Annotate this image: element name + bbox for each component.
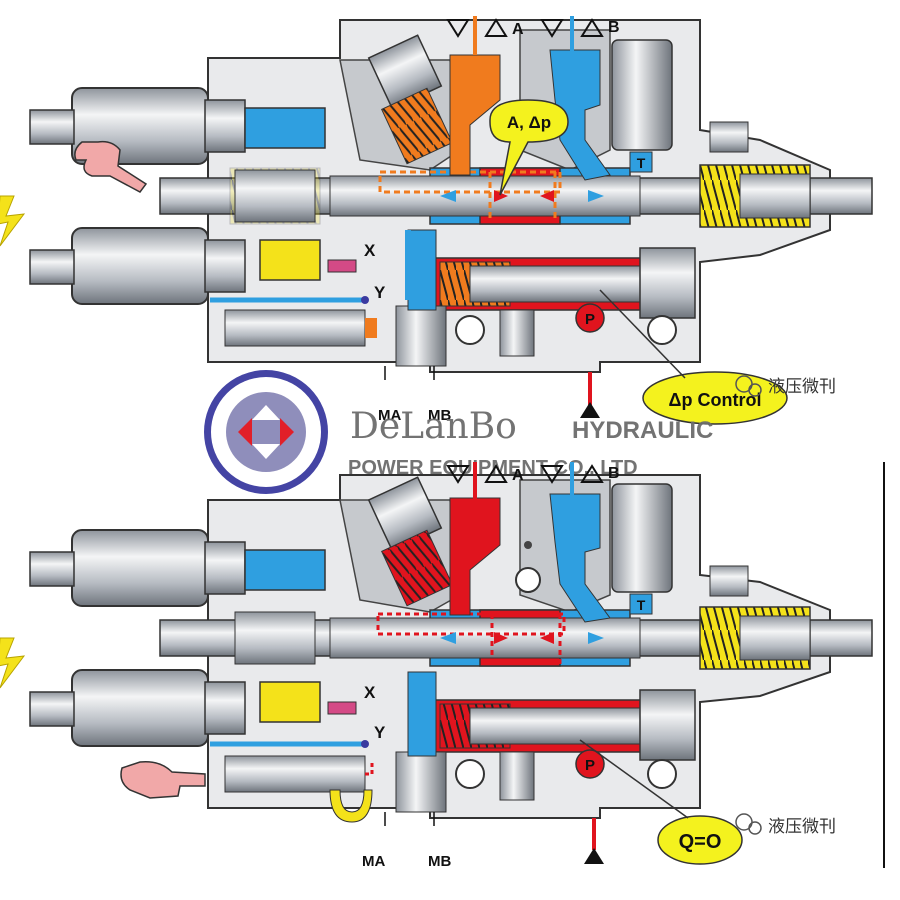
top-port-a-label: A	[512, 21, 524, 38]
bottom-return-arrow-icon	[329, 789, 373, 823]
bottom-spring-housing	[699, 565, 811, 670]
bottom-red-cartridge	[367, 476, 501, 616]
watermark-group: DeLanBo HYDRAULIC POWER EQUIPMENT CO., L…	[204, 370, 713, 494]
bottom-blue-passage-b	[549, 493, 611, 623]
top-valve-diagram: T P A B X Y	[0, 16, 873, 425]
top-port-t-label: T	[637, 155, 646, 171]
bottom-hand-pointer-icon	[120, 760, 206, 799]
top-solenoid-lower	[29, 227, 321, 305]
top-port-ma-label: MA	[378, 407, 401, 424]
top-port-mb-label: MB	[428, 407, 451, 424]
top-port-b-indicator: B	[540, 16, 620, 55]
bottom-port-y-label: Y	[374, 723, 386, 742]
top-callout-pressure: A, Δp	[489, 99, 569, 196]
bottom-port-p-label: P	[585, 757, 595, 774]
bottom-port-b-label: B	[608, 465, 620, 482]
wechat-label-bottom: 液压微刊	[768, 817, 836, 837]
bottom-lightning-icon	[0, 637, 26, 689]
top-hand-pointer-icon	[74, 140, 148, 193]
svg-text:Δp Control: Δp Control	[669, 390, 762, 410]
top-port-p-label: P	[585, 311, 595, 328]
top-compensator	[429, 247, 696, 319]
top-orange-cartridge	[367, 34, 501, 176]
bottom-port-a-indicator: A	[446, 462, 524, 500]
top-spring-housing	[699, 121, 811, 228]
bottom-callout-flow: Q=O	[579, 739, 743, 865]
company-gear-logo	[204, 370, 328, 494]
top-port-b-label: B	[608, 19, 620, 36]
bottom-port-ma-label: MA	[362, 853, 385, 870]
top-lightning-icon	[0, 195, 26, 247]
watermark-company-line: POWER EQUIPMENT CO., LTD	[348, 457, 638, 479]
bottom-port-t-label: T	[637, 597, 646, 613]
svg-text:Q=O: Q=O	[679, 831, 722, 853]
watermark-brand-suffix: HYDRAULIC	[572, 417, 713, 444]
wechat-label-top: 液压微刊	[768, 377, 836, 397]
bottom-solenoid-lower	[29, 669, 321, 747]
svg-text:A, Δp: A, Δp	[507, 113, 551, 132]
watermark-brand: DeLanBo	[350, 406, 517, 447]
top-port-p	[575, 303, 605, 333]
bottom-compensator	[429, 689, 696, 761]
wechat-tag-bottom: 液压微刊	[735, 813, 836, 837]
top-port-a-indicator: A	[446, 16, 524, 55]
bottom-solenoid-upper	[29, 529, 326, 607]
top-port-y-label: Y	[374, 283, 386, 302]
bottom-port-a-label: A	[512, 467, 524, 484]
bottom-port-b-indicator: B	[540, 462, 620, 500]
bottom-port-mb-label: MB	[428, 853, 451, 870]
top-callout-control: Δp Control	[599, 289, 788, 425]
bottom-port-p	[575, 749, 605, 779]
bottom-port-x-label: X	[364, 683, 376, 702]
wechat-tag-top: 液压微刊	[735, 375, 836, 397]
top-port-x-label: X	[364, 241, 376, 260]
bottom-valve-diagram: T P A B X Y MA MB	[0, 462, 885, 870]
